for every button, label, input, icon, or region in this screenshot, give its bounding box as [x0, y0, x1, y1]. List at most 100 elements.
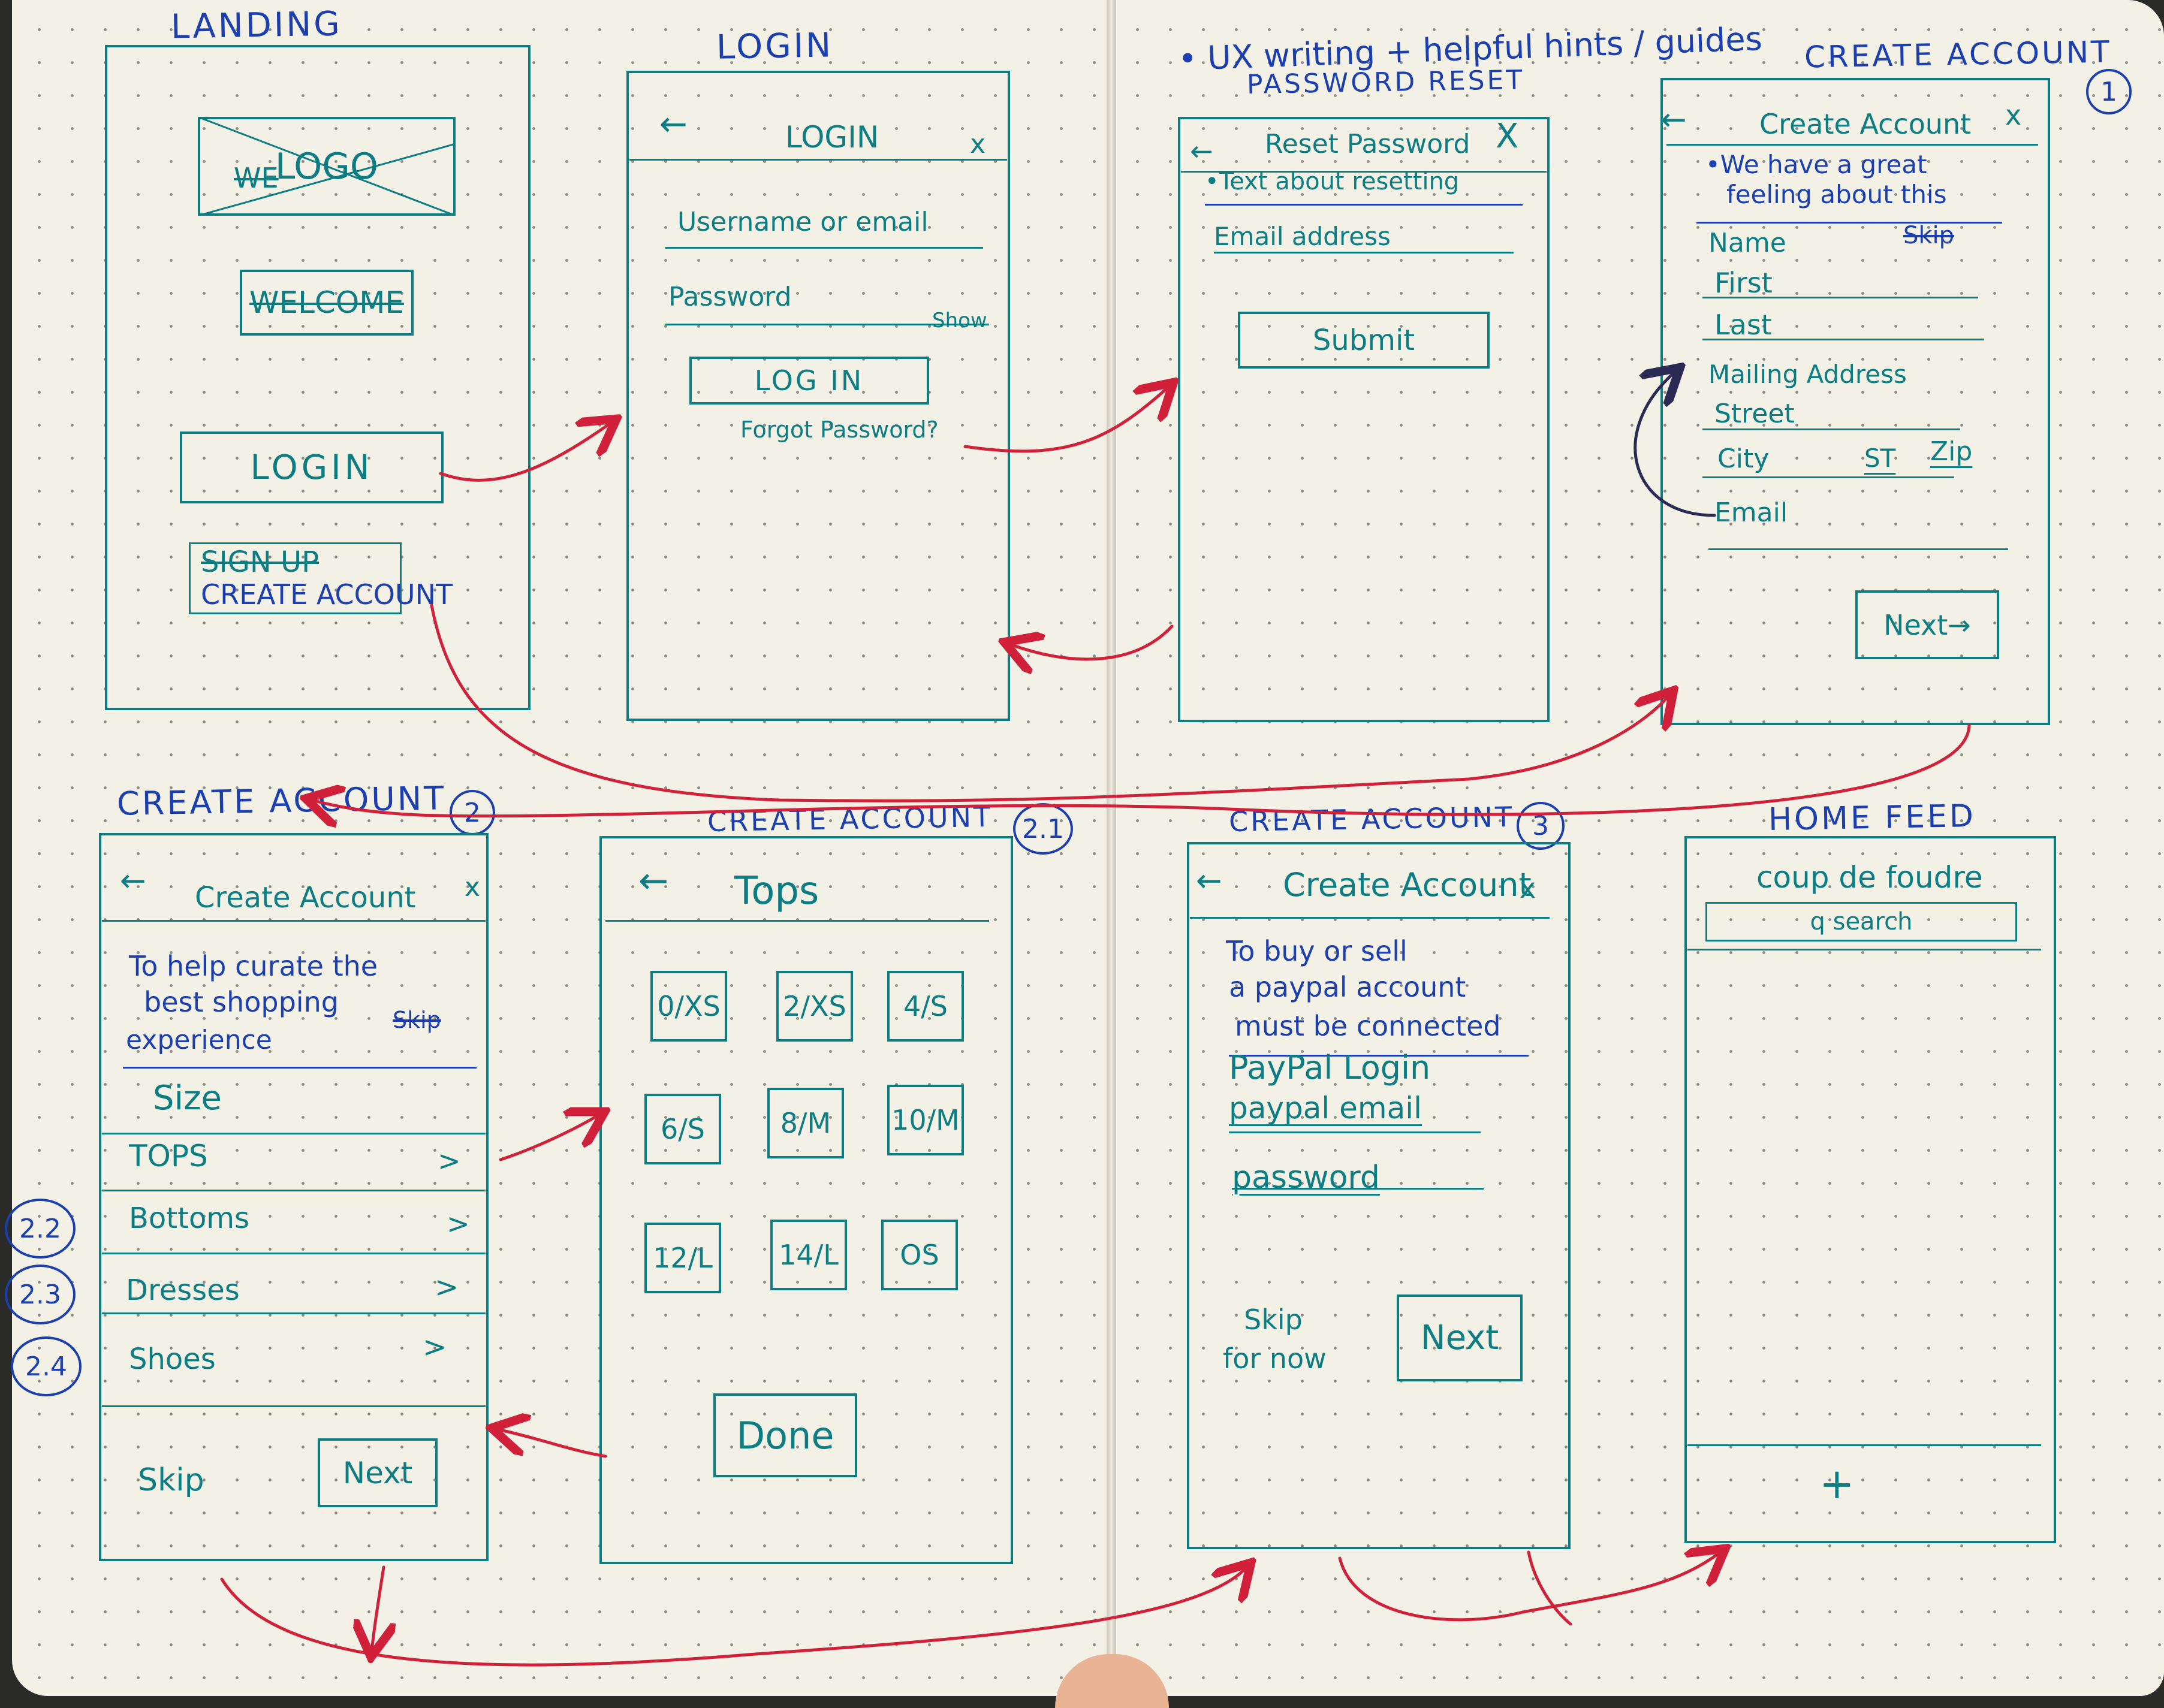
create21-done-button[interactable]: Done: [713, 1393, 857, 1477]
create2-note-line3: experience: [126, 1025, 272, 1055]
create3-back-icon[interactable]: ←: [1196, 863, 1222, 899]
create1-street-underline: [1702, 428, 1960, 430]
create1-header: Create Account: [1759, 108, 1972, 140]
login-password-field[interactable]: Password: [668, 282, 792, 312]
reset-note-underline: [1205, 204, 1523, 206]
forgot-password-link[interactable]: Forgot Password?: [740, 417, 939, 443]
login-header: LOGIN: [785, 120, 879, 155]
create1-note-line1: •We have a great: [1705, 150, 1927, 179]
create2-next-button[interactable]: Next: [318, 1438, 438, 1507]
reset-email-field[interactable]: Email address: [1214, 222, 1391, 251]
create3-next-button[interactable]: Next: [1397, 1294, 1523, 1381]
list-divider: [102, 1190, 486, 1191]
create3-note-line1: To buy or sell: [1226, 935, 1407, 967]
landing-frame: [105, 45, 531, 710]
create1-next-label: Next→: [1883, 608, 1971, 641]
reset-submit-button[interactable]: Submit: [1238, 312, 1490, 369]
create1-city-field[interactable]: City: [1717, 443, 1770, 474]
reset-header-divider: [1181, 171, 1547, 173]
login-header-divider: [629, 159, 1007, 161]
size-option[interactable]: 10/M: [887, 1085, 964, 1155]
create1-zip-field[interactable]: Zip: [1930, 436, 1973, 467]
create1-back-icon[interactable]: ←: [1660, 102, 1687, 138]
create21-frame: [599, 836, 1013, 1564]
size-category-tops[interactable]: TOPS: [129, 1139, 208, 1173]
login-frame: [626, 71, 1010, 721]
list-divider: [102, 1253, 486, 1254]
create3-skip-line1[interactable]: Skip: [1244, 1303, 1303, 1336]
size-option[interactable]: 6/S: [644, 1094, 721, 1164]
create2-note-line2: best shopping: [144, 986, 339, 1018]
size-option[interactable]: 8/M: [767, 1088, 844, 1158]
create3-close-icon[interactable]: x: [1520, 872, 1536, 904]
size-option[interactable]: 14/L: [770, 1220, 847, 1290]
landing-create-account-label: CREATE ACCOUNT: [201, 578, 453, 611]
create21-done-label: Done: [736, 1413, 834, 1457]
create3-password-field[interactable]: password: [1232, 1160, 1380, 1196]
create1-name-label: Name: [1708, 228, 1786, 258]
create2-back-icon[interactable]: ←: [120, 863, 146, 899]
login-password-underline: [665, 324, 989, 325]
create3-paypal-login-label: PayPal Login: [1229, 1049, 1431, 1087]
create2-note-line1: To help curate the: [129, 950, 378, 982]
landing-create-account-button[interactable]: [189, 542, 402, 614]
create2-skip-link[interactable]: Skip: [138, 1462, 204, 1498]
add-post-icon[interactable]: +: [1819, 1459, 1855, 1508]
size-option[interactable]: OS: [881, 1220, 958, 1290]
reset-close-icon[interactable]: X: [1496, 117, 1519, 156]
size-option[interactable]: 4/S: [887, 971, 964, 1042]
size-category-shoes[interactable]: Shoes: [129, 1342, 216, 1376]
create1-close-icon[interactable]: x: [2005, 99, 2022, 131]
create3-skip-line2[interactable]: for now: [1223, 1342, 1327, 1375]
create1-first-field[interactable]: First: [1714, 267, 1773, 299]
create1-first-underline: [1702, 297, 1978, 298]
create21-back-icon[interactable]: ←: [638, 860, 669, 902]
home-search-input[interactable]: q search: [1705, 902, 2017, 941]
login-submit-label: LOG IN: [754, 364, 864, 397]
chevron-right-icon[interactable]: >: [438, 1145, 461, 1177]
create2-skip-struck: Skip: [393, 1007, 441, 1033]
login-submit-button[interactable]: LOG IN: [689, 357, 929, 405]
arrow-create-account-to-create1: [430, 603, 1669, 802]
arrow-create3-to-home-2: [1527, 1550, 1572, 1626]
landing-login-button[interactable]: LOGIN: [180, 431, 444, 503]
step-badge-2-2: 2.2: [5, 1199, 76, 1259]
arrow-tops-to-create21: [499, 1115, 599, 1161]
arrow-forgot-to-reset: [963, 387, 1169, 453]
login-close-icon[interactable]: x: [970, 129, 986, 159]
create3-paypal-email-underline: [1229, 1131, 1481, 1133]
chevron-right-icon[interactable]: >: [423, 1330, 447, 1364]
login-username-field[interactable]: Username or email: [677, 207, 929, 237]
size-option[interactable]: 2/XS: [776, 971, 853, 1042]
create2-header-divider: [102, 920, 486, 922]
size-category-bottoms[interactable]: Bottoms: [129, 1202, 250, 1235]
create1-street-field[interactable]: Street: [1714, 399, 1795, 429]
create1-email-field[interactable]: Email: [1714, 497, 1788, 528]
create3-paypal-email-field[interactable]: paypal email: [1229, 1091, 1422, 1125]
create1-skip-struck: Skip: [1903, 222, 1955, 249]
chevron-right-icon[interactable]: >: [447, 1208, 470, 1240]
create21-header: Tops: [734, 869, 819, 913]
step-badge-1: 1: [2086, 69, 2132, 114]
size-option[interactable]: 12/L: [644, 1223, 721, 1293]
arrow-create21-back-to-create2: [498, 1429, 607, 1458]
create1-last-underline: [1702, 339, 1984, 340]
reset-back-icon[interactable]: ←: [1190, 135, 1213, 167]
reset-email-underline: [1214, 252, 1514, 254]
create2-note-underline: [123, 1067, 477, 1069]
login-show-toggle[interactable]: Show: [932, 309, 987, 333]
create2-close-icon[interactable]: x: [465, 872, 481, 903]
size-category-dresses[interactable]: Dresses: [126, 1274, 240, 1307]
chevron-right-icon[interactable]: >: [435, 1271, 459, 1304]
logo-placeholder: LOGO: [198, 117, 456, 216]
home-search-placeholder: q search: [1810, 908, 1913, 936]
arrow-email-to-mailing: [1633, 372, 1716, 517]
create1-last-field[interactable]: Last: [1714, 309, 1772, 341]
step-badge-3: 3: [1517, 802, 1565, 850]
size-option[interactable]: 0/XS: [650, 971, 727, 1042]
create1-next-button[interactable]: Next→: [1855, 590, 1999, 659]
login-back-icon[interactable]: ←: [659, 105, 688, 144]
arrow-create3-to-home: [1338, 1552, 1720, 1622]
create2-size-label: Size: [153, 1079, 222, 1118]
create1-state-field[interactable]: ST: [1864, 443, 1896, 473]
